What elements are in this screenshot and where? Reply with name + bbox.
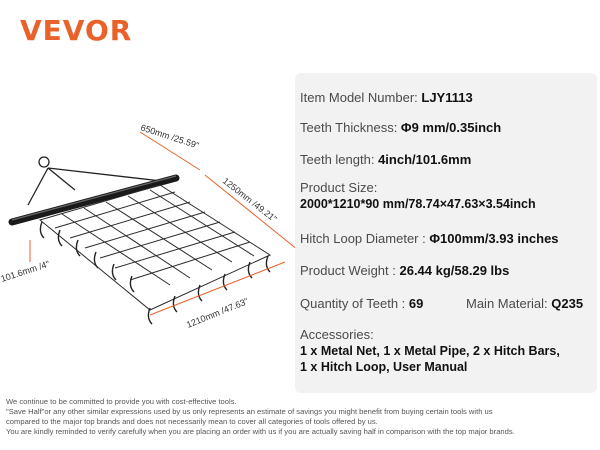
spec-hitch-loop: Hitch Loop Diameter : Φ100mm/3.93 inches [300,231,559,246]
disclaimer-line: compared to the major top brands and doe… [6,417,378,426]
disclaimer-text: We continue to be committed to provide y… [6,397,596,437]
hitch-bars [27,156,171,206]
disclaimer-line: "Save Half"or any other similar expressi… [6,407,493,416]
spec-product-size: Product Size: 2000*1210*90 mm/78.74×47.6… [300,180,536,211]
metal-net [38,184,272,311]
spec-panel [295,73,597,393]
spec-accessories: Accessories: 1 x Metal Net, 1 x Metal Pi… [300,327,560,374]
spec-teeth-length: Teeth length: 4inch/101.6mm [300,152,472,167]
dimension-label-depth: 1210mm /47.63" [185,296,250,330]
vevor-logo: VEVOR [20,14,133,47]
disclaimer-line: You are kindly reminded to verify carefu… [6,427,515,436]
dimension-label-length: 1250mm /49.21" [221,176,279,224]
spec-product-weight: Product Weight : 26.44 kg/58.29 lbs [300,263,510,278]
spec-main-material: Main Material: Q235 [466,296,584,311]
spec-model: Item Model Number: LJY1113 [300,90,473,105]
dimension-label-tooth: 101.6mm /4" [0,259,51,284]
metal-pipe [8,174,180,226]
spec-teeth-quantity: Quantity of Teeth : 69 [300,296,424,311]
drag-harrow-illustration: 650mm /25.59" 1250mm /49.21" 101.6mm /4"… [0,122,299,330]
harrow-teeth [39,221,271,325]
disclaimer-line: We continue to be committed to provide y… [6,397,237,406]
spec-teeth-thickness: Teeth Thickness: Φ9 mm/0.35inch [300,120,502,135]
dimension-lines [29,131,299,316]
dimension-label-width: 650mm /25.59" [139,122,200,150]
